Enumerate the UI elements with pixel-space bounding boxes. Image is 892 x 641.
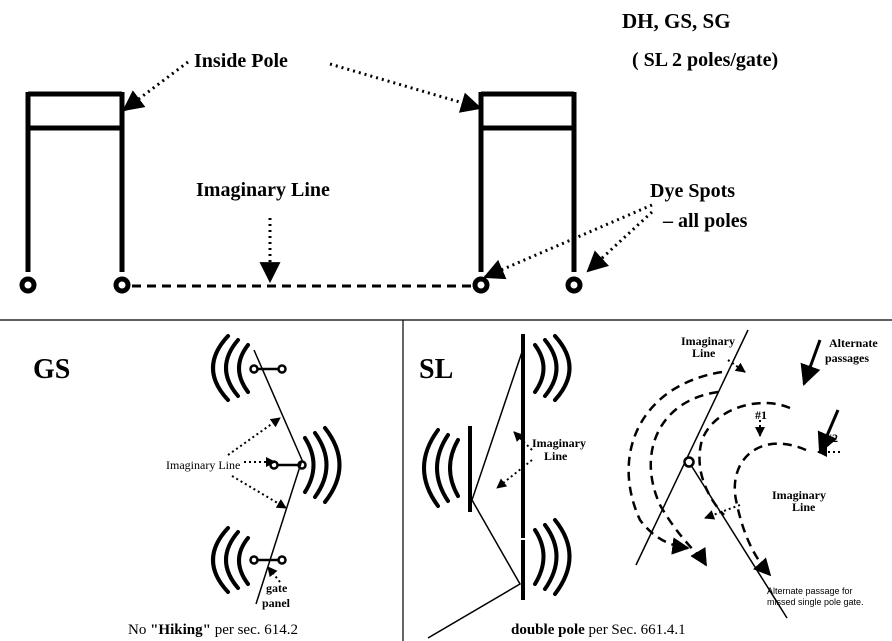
right-gate (478, 91, 577, 272)
gs-caption: No "Hiking" per sec. 614.2 (128, 622, 298, 638)
sl-ski-tracks (422, 334, 572, 596)
gs-caption-suffix: per sec. 614.2 (211, 622, 298, 638)
gs-imaginary-line (253, 349, 303, 605)
dye-spot-1 (19, 276, 37, 294)
sl-right-marker-1: #1 (755, 408, 767, 422)
gs-imaginary-line-label: Imaginary Line (166, 458, 240, 472)
sl-right-imaginary-top-1: Imaginary (681, 334, 735, 348)
sl-pointers (496, 431, 533, 489)
inside-pole-pointer-left (122, 60, 189, 112)
sl-right-alternate-1: Alternate (829, 336, 878, 350)
sl-right-arrows (800, 339, 840, 454)
gs-ski-tracks (211, 334, 342, 594)
dye-spots-pointer-1 (483, 203, 653, 280)
sl-alternate-passage-paths (627, 370, 807, 577)
gs-caption-hiking: "Hiking" (150, 622, 211, 638)
left-gate (25, 91, 125, 272)
sl-right-marker-2: #2 (826, 431, 838, 445)
heading-note: ( SL 2 poles/gate) (632, 49, 778, 71)
heading-events: DH, GS, SG (622, 9, 731, 33)
dye-spot-2 (113, 276, 131, 294)
sl-imaginary-line (427, 351, 523, 639)
sl-single-pole (683, 456, 695, 468)
top-pointers (122, 60, 654, 284)
dye-spots-pointer-2 (586, 210, 654, 273)
sl-right-imaginary-lines (635, 329, 788, 619)
sl-right-alternate-2: passages (825, 351, 869, 365)
dye-spots (19, 276, 583, 294)
dye-spot-3 (472, 276, 490, 294)
sl-imaginary-line-label-2: Line (544, 449, 568, 463)
label-inside-pole: Inside Pole (194, 50, 288, 72)
gs-pointers (227, 417, 287, 583)
gs-panel-label: panel (262, 596, 291, 610)
sl-caption-suffix: per Sec. 661.4.1 (585, 622, 686, 638)
dye-spot-4 (565, 276, 583, 294)
sl-caption-double-pole: double pole (511, 622, 585, 638)
gs-title: GS (33, 354, 70, 385)
label-all-poles: – all poles (662, 210, 748, 232)
sl-right-imaginary-top-2: Line (692, 346, 716, 360)
gs-caption-prefix: No (128, 622, 150, 638)
sl-imaginary-line-label-1: Imaginary (532, 436, 586, 450)
sl-right-note-2: missed single pole gate. (767, 597, 864, 607)
sl-caption: double pole per Sec. 661.4.1 (511, 622, 686, 638)
sl-right-imaginary-low-1: Imaginary (772, 488, 826, 502)
gs-gate-label: gate (266, 581, 288, 595)
inside-pole-pointer-right (329, 62, 483, 113)
sl-right-imaginary-low-2: Line (792, 500, 816, 514)
sl-title: SL (419, 354, 453, 385)
label-imaginary-line: Imaginary Line (196, 179, 330, 201)
label-dye-spots: Dye Spots (650, 180, 735, 202)
sl-right-pointers (704, 359, 840, 520)
sl-right-note-1: Alternate passage for (767, 586, 853, 596)
